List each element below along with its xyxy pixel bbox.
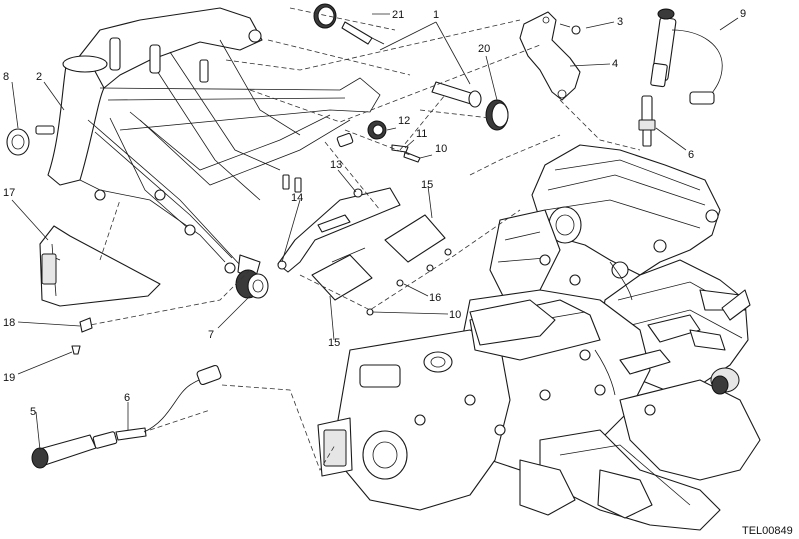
part-18-19-fasteners	[71, 317, 93, 355]
callout-19: 19	[3, 372, 15, 384]
callout-6: 6	[688, 149, 694, 161]
callout-18: 18	[3, 317, 15, 329]
callout-2: 2	[36, 71, 42, 83]
drawing-code: TEL00849	[742, 525, 793, 537]
ecu-bracket-assembly	[277, 187, 452, 316]
callout-21: 21	[392, 9, 404, 21]
frame-trellis	[35, 7, 381, 281]
callout-9: 9	[740, 8, 746, 20]
part-4-bracket	[519, 11, 581, 101]
part-20-bushing	[485, 99, 509, 131]
callout-15: 15	[421, 179, 433, 191]
part-21-bushing	[313, 3, 385, 45]
leader-lines	[11, 13, 739, 451]
callout-5: 5	[30, 406, 36, 418]
part-6-spark-plug	[638, 95, 656, 147]
callout-numbers: 21 1 3 9 20 4 8 2 12 11 10 6 13 14 15 17…	[3, 8, 746, 418]
part-7-rubber-mount	[235, 269, 269, 299]
part-8-plug	[6, 128, 30, 156]
part-5-ignition-coil-lower	[31, 364, 222, 469]
callout-3: 3	[617, 16, 623, 28]
callout-16: 16	[429, 292, 441, 304]
callout-20: 20	[478, 43, 490, 55]
callout-13: 13	[330, 159, 342, 171]
callout-10: 10	[435, 143, 447, 155]
callout-15b: 15	[328, 337, 340, 349]
dashed-reference-lines	[89, 7, 641, 471]
part-3-bolt	[559, 23, 581, 35]
callout-7: 7	[208, 329, 214, 341]
callout-8: 8	[3, 71, 9, 83]
callout-14: 14	[291, 192, 303, 204]
callout-11: 11	[416, 128, 427, 140]
callout-17: 17	[3, 187, 15, 199]
callout-1: 1	[433, 9, 439, 21]
callout-10b: 10	[449, 309, 461, 321]
part-17-cover	[39, 225, 161, 307]
part-1-bolt	[431, 81, 482, 108]
callout-12: 12	[398, 115, 410, 127]
engine-block	[317, 144, 761, 531]
callout-6b: 6	[124, 392, 130, 404]
part-9-ignition-coil	[650, 8, 723, 105]
callout-4: 4	[612, 58, 618, 70]
